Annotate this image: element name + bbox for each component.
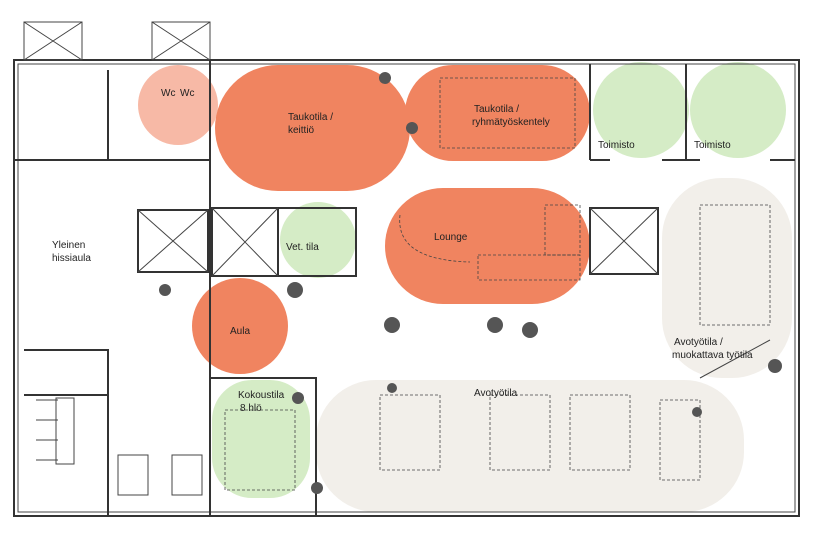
label-lounge: Lounge (434, 232, 468, 243)
plants (159, 72, 782, 494)
plant-icon (384, 317, 400, 333)
plant-icon (159, 284, 171, 296)
label-elevator-lobby-1: Yleinen (52, 240, 85, 251)
label-group-1: Taukotila / (474, 104, 519, 115)
zone-vet[interactable] (280, 202, 356, 278)
label-wc-1: Wc (161, 88, 175, 99)
label-lobby: Aula (230, 326, 250, 337)
label-elevator-lobby-2: hissiaula (52, 253, 91, 264)
zone-office-2[interactable] (690, 62, 786, 158)
zone-office-1[interactable] (593, 62, 689, 158)
label-meeting-1: Kokoustila (238, 390, 285, 401)
walls (13, 21, 800, 517)
label-flex-1: Avotyötila / (674, 337, 723, 348)
label-kitchen-2: keittiö (288, 125, 315, 136)
label-office-2: Toimisto (694, 140, 731, 151)
zone-meeting-room[interactable] (212, 380, 310, 498)
label-flex-2: muokattava työtila (672, 350, 753, 361)
label-wc-2: Wc (180, 88, 194, 99)
plant-icon (292, 392, 304, 404)
label-office-1: Toimisto (598, 140, 635, 151)
zone-lobby[interactable] (192, 278, 288, 374)
plant-icon (311, 482, 323, 494)
label-meeting-2: 8 hlö (240, 403, 262, 414)
zone-kitchen[interactable] (215, 65, 410, 191)
plant-icon (379, 72, 391, 84)
zone-wc[interactable] (138, 65, 218, 145)
label-group-2: ryhmätyöskentely (472, 117, 550, 128)
zone-open-workspace[interactable] (316, 380, 744, 512)
plant-icon (387, 383, 397, 393)
plant-icon (692, 407, 702, 417)
zone-open-workspace-flex[interactable] (662, 178, 792, 378)
plant-icon (406, 122, 418, 134)
label-kitchen-1: Taukotila / (288, 112, 333, 123)
plant-icon (522, 322, 538, 338)
label-open-workspace: Avotyötila (474, 388, 518, 399)
plant-icon (768, 359, 782, 373)
label-vet: Vet. tila (286, 242, 319, 253)
plant-icon (287, 282, 303, 298)
zone-lounge[interactable] (385, 188, 590, 304)
zone-group-work[interactable] (405, 65, 590, 161)
plant-icon (487, 317, 503, 333)
